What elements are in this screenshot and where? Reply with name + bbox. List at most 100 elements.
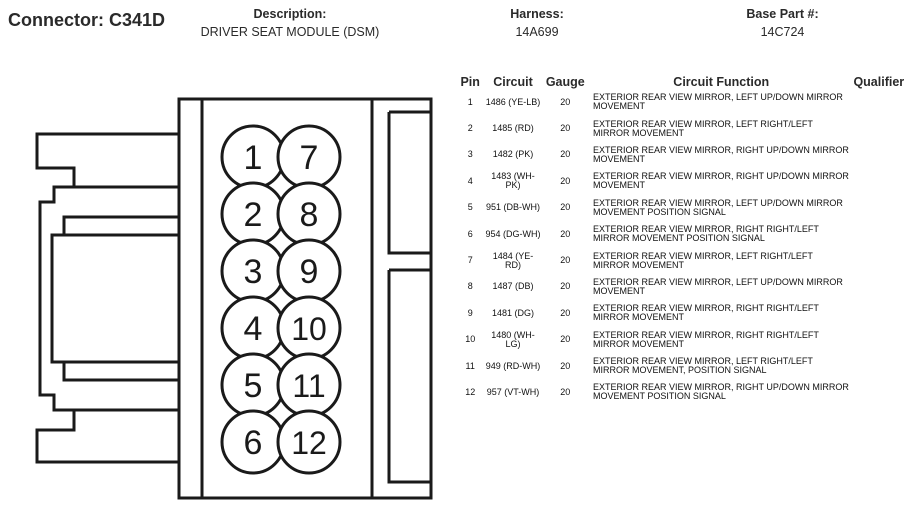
cavity-number: 9 (300, 253, 319, 291)
gauge-cell: 20 (560, 175, 571, 186)
cavity-number: 8 (300, 196, 319, 234)
table-row: 11 949 (RD-WH) 20 EXTERIOR REAR VIEW MIR… (455, 353, 913, 379)
cavity-8: 8 (276, 181, 342, 247)
circuit-cell: 1481 (DG) (491, 307, 534, 318)
pin-cell: 2 (467, 123, 473, 134)
gauge-cell: 20 (560, 228, 571, 239)
qualifier-cell (849, 115, 913, 141)
circuit-cell: 949 (RD-WH) (485, 360, 541, 371)
circuit-cell: 1487 (DB) (492, 281, 534, 292)
cavity-number: 4 (244, 310, 263, 348)
left-middle-frame (38, 185, 179, 412)
circuit-cell: 1483 (WH-PK) (491, 171, 535, 191)
qualifier-cell (849, 353, 913, 379)
connector-title: Connector: C341D (8, 10, 166, 30)
cavity-number: 6 (244, 424, 263, 462)
description-block: Description: DRIVER SEAT MODULE (DSM) (190, 7, 390, 39)
cavity-number: 7 (300, 139, 319, 177)
function-cell: EXTERIOR REAR VIEW MIRROR, LEFT RIGHT/LE… (593, 356, 813, 376)
cavity-3: 3 (220, 238, 286, 304)
gauge-cell: 20 (560, 307, 571, 318)
table-row: 5 951 (DB-WH) 20 EXTERIOR REAR VIEW MIRR… (455, 195, 913, 221)
header-circuit: Circuit (493, 75, 533, 89)
gauge-cell: 20 (560, 281, 571, 292)
gauge-cell: 20 (560, 202, 571, 213)
cavity-10: 10 (276, 295, 342, 361)
cavity-11: 11 (276, 352, 342, 418)
cavity-number: 11 (292, 368, 325, 404)
cavity-number: 2 (244, 196, 263, 234)
qualifier-cell (849, 247, 913, 273)
base-part-label: Base Part #: (746, 7, 819, 21)
function-cell: EXTERIOR REAR VIEW MIRROR, LEFT UP/DOWN … (593, 197, 843, 217)
header-circuit-function: Circuit Function (673, 75, 770, 89)
cavity-number: 1 (244, 139, 263, 177)
circuit-cell: 1482 (PK) (492, 149, 534, 160)
left-top-tab (35, 132, 179, 189)
cavity-number: 5 (244, 367, 263, 405)
pin-cell: 12 (465, 386, 476, 397)
circuit-cell: 1485 (RD) (492, 123, 534, 134)
description-value: DRIVER SEAT MODULE (DSM) (200, 25, 380, 39)
gauge-cell: 20 (560, 149, 571, 160)
base-part-block: Base Part #: 14C724 (725, 7, 840, 39)
function-cell: EXTERIOR REAR VIEW MIRROR, LEFT RIGHT/LE… (593, 118, 813, 138)
circuit-cell: 1480 (WH-LG) (491, 329, 535, 349)
cavity-7: 7 (276, 124, 342, 190)
qualifier-cell (849, 168, 913, 194)
harness-block: Harness: 14A699 (482, 7, 592, 39)
table-row: 6 954 (DG-WH) 20 EXTERIOR REAR VIEW MIRR… (455, 221, 913, 247)
pin-cell: 3 (467, 149, 473, 160)
qualifier-cell (849, 89, 913, 115)
pin-cell: 11 (465, 360, 475, 371)
harness-value: 14A699 (515, 25, 559, 39)
table-row: 7 1484 (YE-RD) 20 EXTERIOR REAR VIEW MIR… (455, 247, 913, 273)
qualifier-cell (849, 327, 913, 353)
function-cell: EXTERIOR REAR VIEW MIRROR, LEFT UP/DOWN … (593, 92, 843, 112)
function-cell: EXTERIOR REAR VIEW MIRROR, RIGHT UP/DOWN… (593, 382, 849, 402)
pin-cell: 6 (467, 228, 473, 239)
cavity-5: 5 (220, 352, 286, 418)
function-cell: EXTERIOR REAR VIEW MIRROR, RIGHT RIGHT/L… (593, 329, 819, 349)
cavity-12: 12 (276, 409, 342, 475)
header-pin: Pin (460, 75, 480, 89)
pin-cell: 10 (465, 334, 476, 345)
qualifier-cell (849, 142, 913, 168)
description-label: Description: (253, 7, 327, 21)
circuit-cell: 1484 (YE-RD) (492, 250, 534, 270)
table-row: 4 1483 (WH-PK) 20 EXTERIOR REAR VIEW MIR… (455, 168, 913, 194)
cavity-number: 10 (291, 311, 327, 347)
circuit-cell: 957 (VT-WH) (486, 386, 540, 397)
harness-label: Harness: (510, 7, 564, 21)
circuit-cell: 951 (DB-WH) (485, 202, 540, 213)
function-cell: EXTERIOR REAR VIEW MIRROR, RIGHT RIGHT/L… (593, 303, 819, 323)
pin-cell: 8 (467, 281, 473, 292)
housing-outer (177, 97, 433, 500)
gauge-cell: 20 (560, 255, 571, 266)
qualifier-cell (849, 221, 913, 247)
table-row: 3 1482 (PK) 20 EXTERIOR REAR VIEW MIRROR… (455, 142, 913, 168)
qualifier-cell (849, 379, 913, 405)
connector-housing (35, 97, 433, 500)
cavity-number: 12 (291, 425, 327, 461)
cavity-4: 4 (220, 295, 286, 361)
table-row: 1 1486 (YE-LB) 20 EXTERIOR REAR VIEW MIR… (455, 89, 913, 115)
cavity-1: 1 (220, 124, 286, 190)
function-cell: EXTERIOR REAR VIEW MIRROR, RIGHT UP/DOWN… (593, 144, 849, 164)
right-latch (387, 110, 431, 484)
circuit-cell: 1486 (YE-LB) (485, 96, 541, 107)
cavity-9: 9 (276, 238, 342, 304)
table-row: 8 1487 (DB) 20 EXTERIOR REAR VIEW MIRROR… (455, 274, 913, 300)
qualifier-cell (849, 300, 913, 326)
qualifier-cell (849, 195, 913, 221)
function-cell: EXTERIOR REAR VIEW MIRROR, RIGHT RIGHT/L… (593, 224, 819, 244)
function-cell: EXTERIOR REAR VIEW MIRROR, LEFT UP/DOWN … (593, 276, 843, 296)
pin-cell: 5 (467, 202, 473, 213)
cavity-6: 6 (220, 409, 286, 475)
pin-table: Pin Circuit Gauge Circuit Function Quali… (455, 72, 913, 406)
left-inner-frame (50, 215, 179, 382)
qualifier-cell (849, 274, 913, 300)
circuit-cell: 954 (DG-WH) (485, 228, 541, 239)
